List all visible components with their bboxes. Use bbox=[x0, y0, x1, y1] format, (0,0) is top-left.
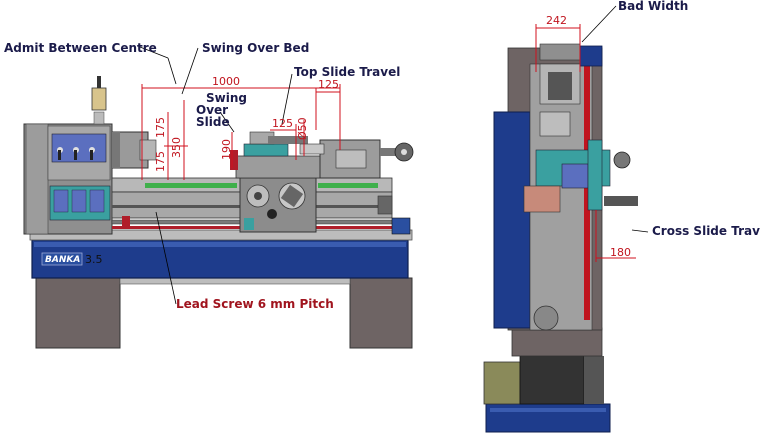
dim-swing-slide: 190 bbox=[220, 139, 233, 160]
label-cross-slide-travel: Cross Slide Travel bbox=[652, 224, 760, 238]
dim-swing-350: 350 bbox=[170, 137, 183, 158]
label-top-slide-travel: Top Slide Travel bbox=[294, 65, 400, 79]
dim-between-centre: 1000 bbox=[212, 75, 240, 88]
front-dimensions bbox=[141, 84, 341, 180]
label-bed-width: Bad Width bbox=[618, 0, 688, 13]
brand-name: BANKA bbox=[45, 255, 80, 265]
lathe-side-view bbox=[483, 43, 638, 433]
label-swing-line-3: Slide bbox=[196, 115, 230, 129]
label-lead-screw: Lead Screw 6 mm Pitch bbox=[176, 297, 334, 311]
dim-top-slide-travel: 125 bbox=[318, 78, 339, 91]
side-dimensions bbox=[535, 24, 636, 262]
lathe-front-view: BANKA 3.5 bbox=[23, 76, 414, 349]
brand-plate bbox=[41, 252, 83, 266]
label-swing-line-1: Swing bbox=[206, 91, 247, 105]
label-swing-over-bed: Swing Over Bed bbox=[202, 41, 309, 55]
dim-cross-slide: 180 bbox=[610, 246, 631, 259]
label-swing-line-2: Over bbox=[196, 103, 228, 117]
carriage bbox=[235, 155, 321, 179]
leader-lines bbox=[139, 5, 649, 305]
dim-bed-width: 242 bbox=[546, 14, 567, 27]
dim-upper-175: 175 bbox=[154, 117, 167, 138]
dim-diameter: Ø50 bbox=[296, 117, 309, 140]
left-leg bbox=[35, 277, 121, 349]
right-leg bbox=[349, 277, 413, 349]
motor bbox=[483, 361, 521, 405]
dim-top-slide: 125 bbox=[272, 117, 293, 130]
dim-lower-175: 175 bbox=[154, 151, 167, 172]
model-number: 3.5 bbox=[85, 253, 103, 266]
label-admit-between-centre: Admit Between Centre bbox=[4, 41, 157, 55]
